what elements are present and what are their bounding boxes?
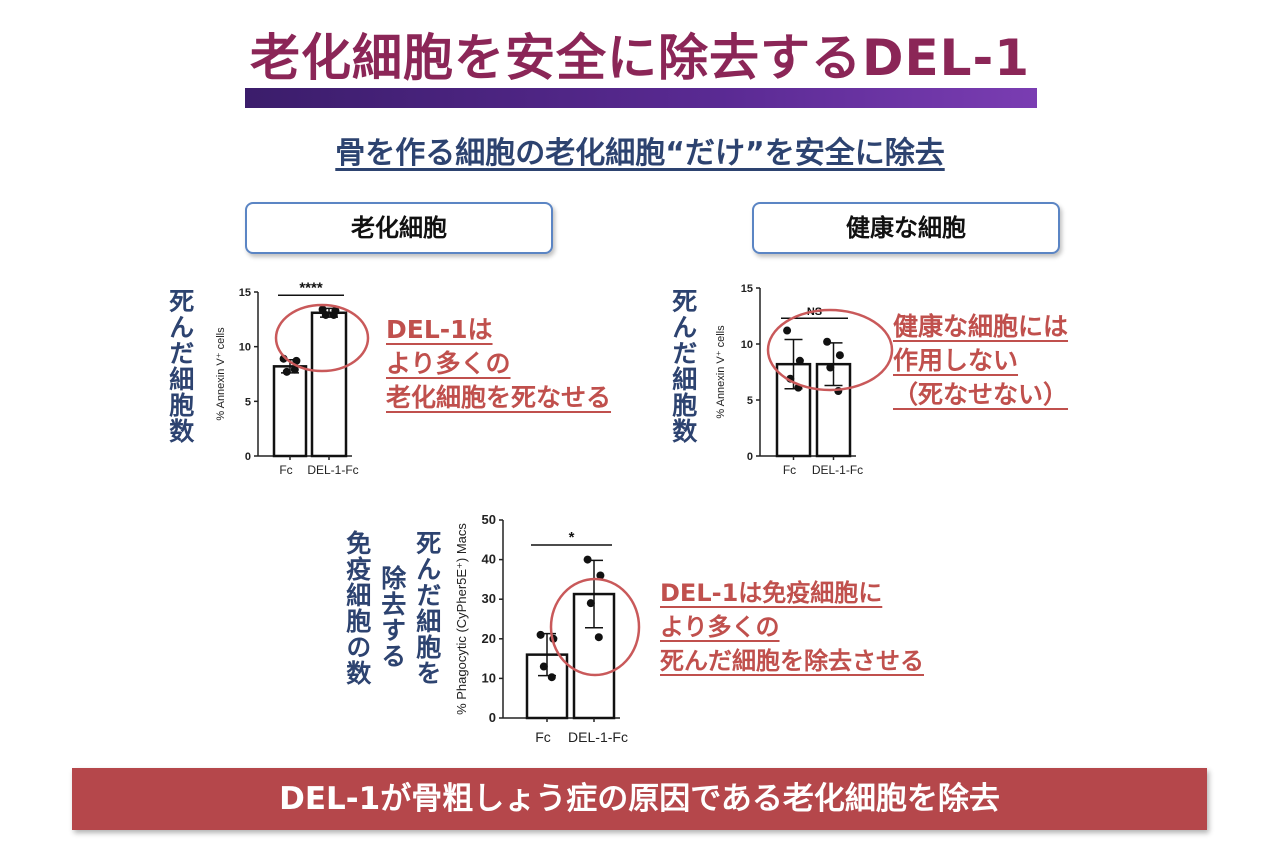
note-line: （死なせない） <box>893 380 1069 409</box>
data-point <box>795 356 804 365</box>
bar-del-1-fc <box>310 311 348 458</box>
x-tick-label: DEL-1-Fc <box>568 729 628 745</box>
y-tick-label: 0 <box>747 451 753 463</box>
y-tick-label: 10 <box>239 342 251 354</box>
x-tick-label: DEL-1-Fc <box>307 463 358 477</box>
subtitle-text: 骨を作る細胞の老化細胞“だけ”を安全に除去 <box>335 136 945 171</box>
y-tick-label: 5 <box>245 396 251 408</box>
data-point <box>549 634 558 643</box>
note-line: より多くの <box>386 349 511 378</box>
data-point <box>279 354 288 363</box>
x-tick-label: Fc <box>535 729 551 745</box>
data-point <box>823 337 832 346</box>
x-tick-label: Fc <box>783 463 796 477</box>
side-label-left: 死んだ細胞数 <box>165 288 195 444</box>
side-label-bottom-1: 死んだ細胞を <box>412 530 442 686</box>
data-point <box>290 365 299 374</box>
data-point <box>594 633 603 642</box>
note-line: 死んだ細胞を除去させる <box>660 647 924 675</box>
y-tick-label: 5 <box>747 395 753 407</box>
data-point <box>292 356 301 365</box>
subtitle: 骨を作る細胞の老化細胞“だけ”を安全に除去 <box>0 128 1280 172</box>
y-tick-label: 15 <box>741 283 753 295</box>
y-tick-label: 15 <box>239 287 251 299</box>
y-axis-label: % Annexin V⁺ cells <box>215 327 227 421</box>
y-tick-label: 10 <box>482 670 496 685</box>
data-point <box>834 387 843 396</box>
note-line: より多くの <box>660 613 780 641</box>
note-line: DEL-1は <box>386 315 493 344</box>
y-tick-label: 30 <box>482 591 496 606</box>
x-tick-label: DEL-1-Fc <box>812 463 863 477</box>
data-point <box>329 310 338 319</box>
data-point <box>586 599 595 608</box>
data-point <box>583 555 592 564</box>
side-label-bottom-3: 免疫細胞の数 <box>342 530 372 686</box>
data-point <box>826 363 835 372</box>
data-point <box>835 351 844 360</box>
data-point <box>539 662 548 671</box>
significance-label: NS <box>807 306 822 318</box>
data-point <box>786 374 795 383</box>
note-right: 健康な細胞には 作用しない （死なせない） <box>893 310 1068 412</box>
data-point <box>783 326 792 335</box>
note-line: 健康な細胞には <box>893 312 1069 341</box>
y-tick-label: 50 <box>482 512 496 527</box>
bar-fc <box>272 365 308 458</box>
side-label-bottom-2: 除去する <box>377 565 407 669</box>
title-bar <box>245 88 1037 108</box>
data-point <box>282 367 291 376</box>
chart-phagocytic: 0 10 20 30 40 50 % Phagocytic (CyPher5E⁺) Macs… <box>454 512 628 745</box>
y-tick-label: 20 <box>482 631 496 646</box>
note-left: DEL-1は より多くの 老化細胞を死なせる <box>386 313 611 415</box>
significance-label: * <box>569 529 575 546</box>
y-axis-label: % Phagocytic (CyPher5E⁺) Macs <box>454 523 469 715</box>
data-point <box>536 630 545 639</box>
significance-label: **** <box>299 280 323 296</box>
data-point <box>794 383 803 392</box>
y-tick-label: 0 <box>489 710 496 725</box>
box-senescent-cells: 老化細胞 <box>245 202 553 254</box>
data-point <box>596 571 605 580</box>
note-bottom: DEL-1は免疫細胞に より多くの 死んだ細胞を除去させる <box>660 576 924 678</box>
x-tick-label: Fc <box>279 463 292 477</box>
note-line: 作用しない <box>893 346 1019 375</box>
box-healthy-cells: 健康な細胞 <box>752 202 1060 254</box>
conclusion-banner: DEL-1が骨粗しょう症の原因である老化細胞を除去 <box>72 768 1207 830</box>
note-line: 老化細胞を死なせる <box>386 383 612 412</box>
data-point <box>321 310 330 319</box>
note-line: DEL-1は免疫細胞に <box>660 579 883 607</box>
slide-title: 老化細胞を安全に除去するDEL-1 <box>249 29 1031 87</box>
side-label-right: 死んだ細胞数 <box>668 288 698 444</box>
y-tick-label: 40 <box>482 552 496 567</box>
y-axis-label: % Annexin V⁺ cells <box>715 325 727 419</box>
data-point <box>547 673 556 682</box>
y-tick-label: 0 <box>245 451 251 463</box>
y-tick-label: 10 <box>741 339 753 351</box>
